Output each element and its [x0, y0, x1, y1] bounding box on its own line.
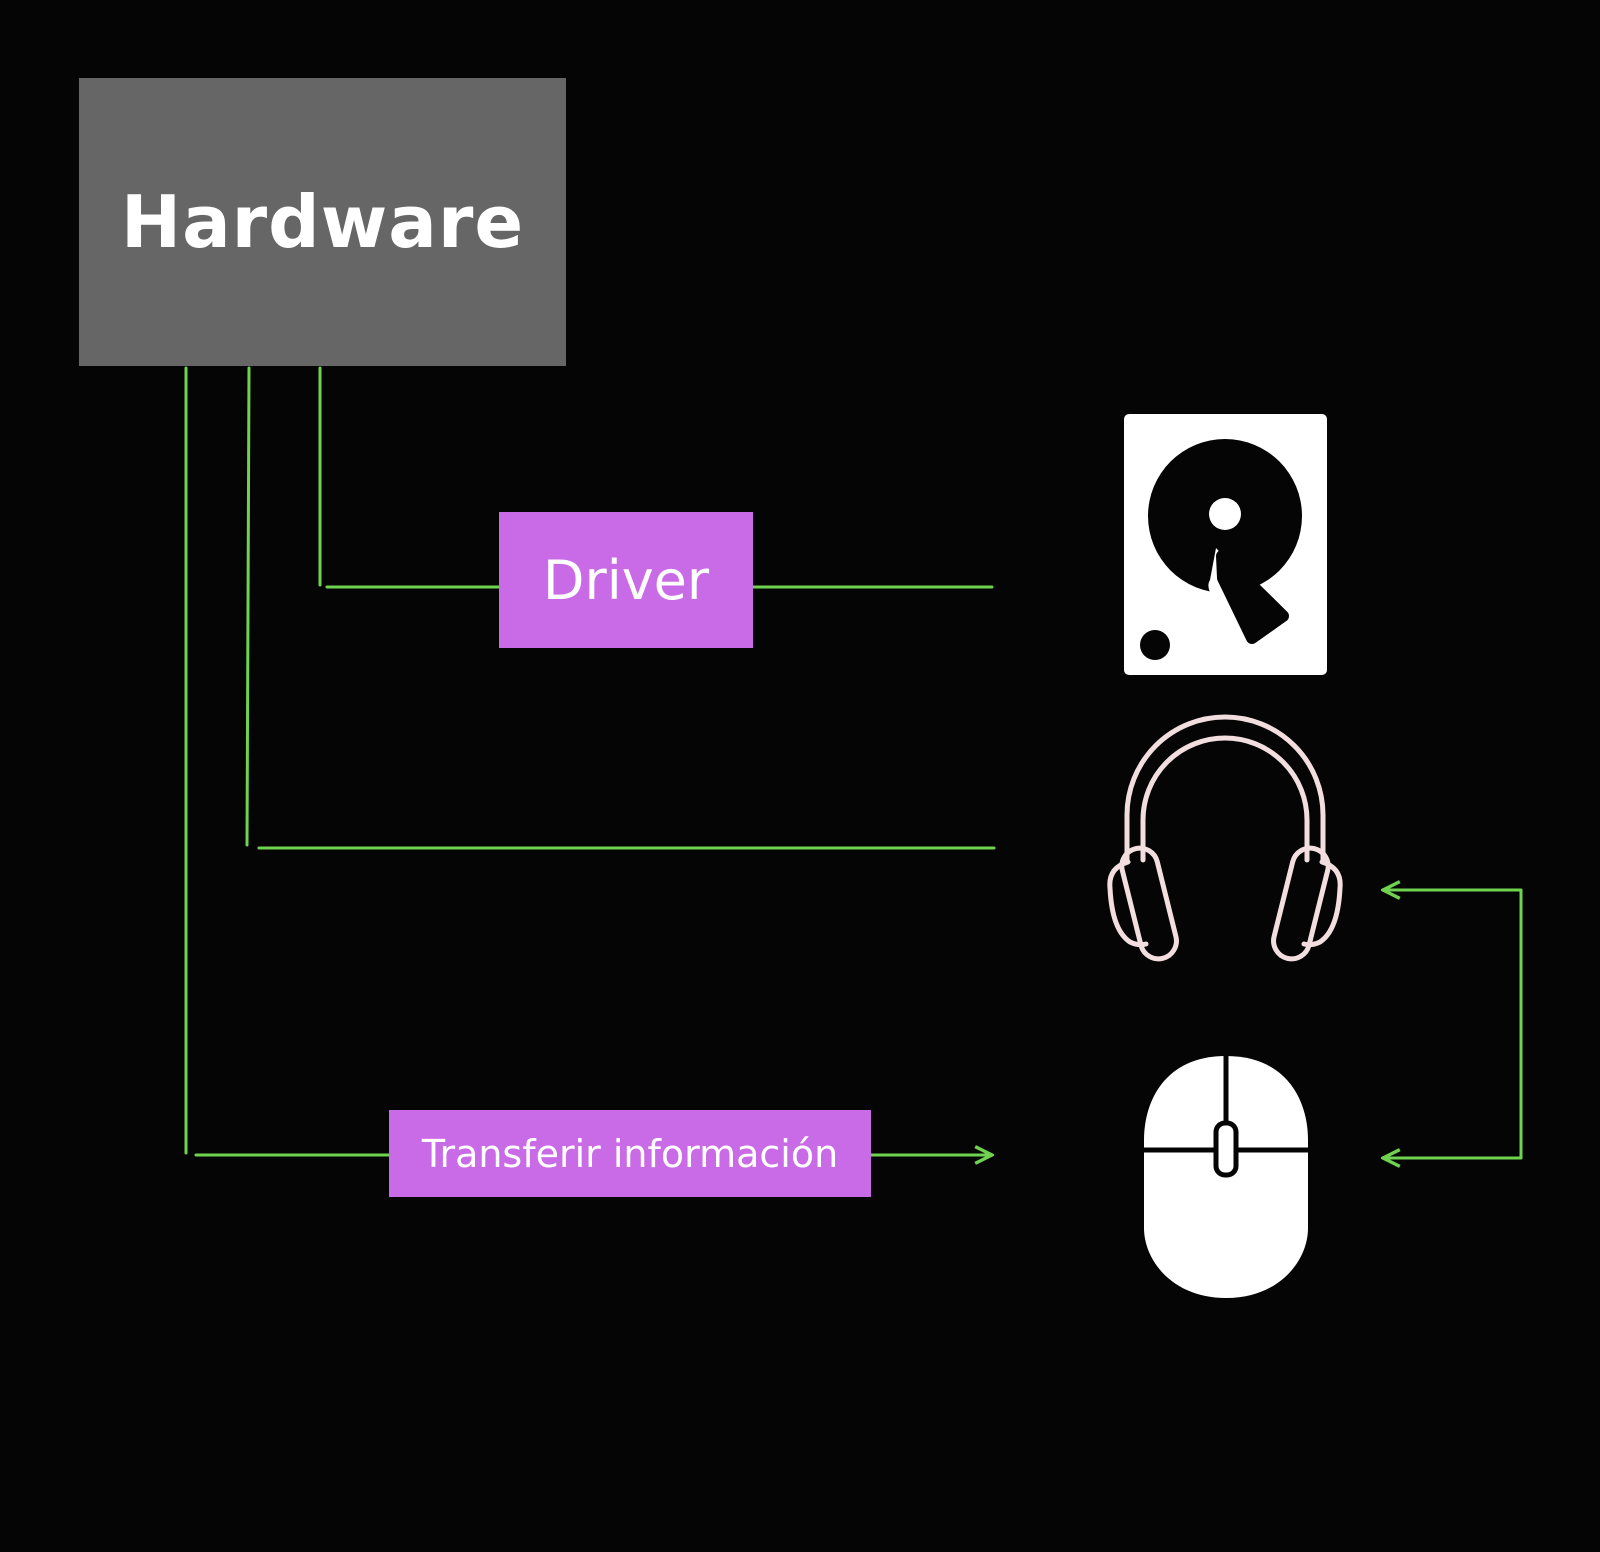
- driver-box: Driver: [499, 512, 753, 648]
- hardware-label: Hardware: [120, 180, 525, 264]
- headphones-connector-vertical: [245, 366, 251, 847]
- mouse-icon: [1144, 1056, 1308, 1298]
- transfer-box: Transferir información: [389, 1110, 871, 1197]
- driver-label: Driver: [542, 548, 710, 612]
- hard-drive-icon: [1124, 414, 1327, 675]
- hardware-box: Hardware: [79, 78, 566, 366]
- transfer-label: Transferir información: [421, 1131, 839, 1176]
- headphones-icon: [1107, 714, 1343, 962]
